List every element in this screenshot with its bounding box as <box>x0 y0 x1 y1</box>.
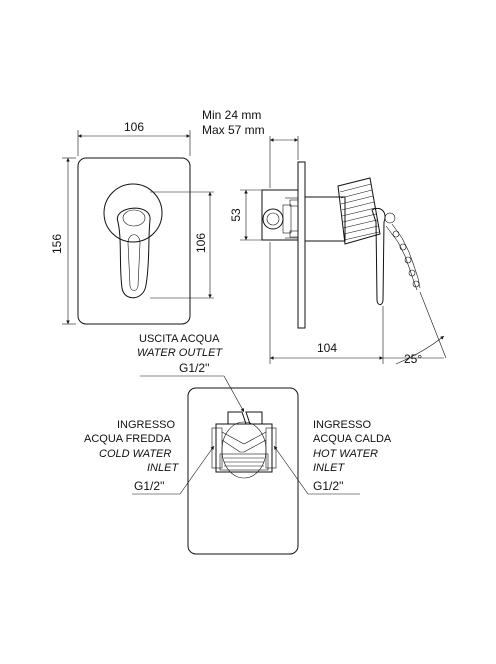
dim-width-label: 106 <box>124 120 144 134</box>
hot-line4: INLET <box>313 462 345 474</box>
outlet-line2: WATER OUTLET <box>137 347 223 359</box>
lever-slot <box>127 234 141 291</box>
cold-line1: INGRESSO <box>117 419 176 431</box>
side-lever <box>371 207 386 305</box>
front-view: 106 156 106 <box>50 120 214 325</box>
side-plate <box>297 161 306 329</box>
hot-line3: HOT WATER <box>313 448 378 460</box>
front-plate <box>77 157 191 325</box>
dim-53-label: 53 <box>229 208 243 222</box>
lever-rotated <box>384 212 421 291</box>
angle-label: 25° <box>404 352 422 366</box>
dim-104-label: 104 <box>317 341 337 355</box>
hot-thread: G1/2'' <box>313 479 344 493</box>
side-view: 53 Min 24 mm Max 57 mm 104 25° <box>202 108 447 366</box>
side-body <box>304 196 346 242</box>
cold-thread: G1/2'' <box>134 479 165 493</box>
lever-cap <box>122 209 146 227</box>
outlet-line1: USCITA ACQUA <box>139 333 220 345</box>
cold-line4: INLET <box>147 462 179 474</box>
dim-handle-label: 106 <box>194 233 208 253</box>
cold-line3: COLD WATER <box>99 448 171 460</box>
dim-depth-min: Min 24 mm <box>202 108 261 122</box>
dim-depth-max: Max 57 mm <box>202 123 265 137</box>
hot-line1: INGRESSO <box>313 419 372 431</box>
lever <box>117 207 151 299</box>
connection-view: USCITA ACQUA WATER OUTLET G1/2'' INGRESS… <box>84 333 392 555</box>
rear-plate <box>187 387 299 555</box>
valve-body <box>261 189 299 241</box>
angle-arc <box>395 335 445 365</box>
hot-line2: ACQUA CALDA <box>313 433 392 445</box>
dim-height-label: 156 <box>50 234 64 254</box>
handle-rosette <box>103 183 163 243</box>
cold-line2: ACQUA FREDDA <box>84 433 171 445</box>
outlet-thread: G1/2'' <box>179 361 210 375</box>
knurled-cap <box>337 177 381 245</box>
